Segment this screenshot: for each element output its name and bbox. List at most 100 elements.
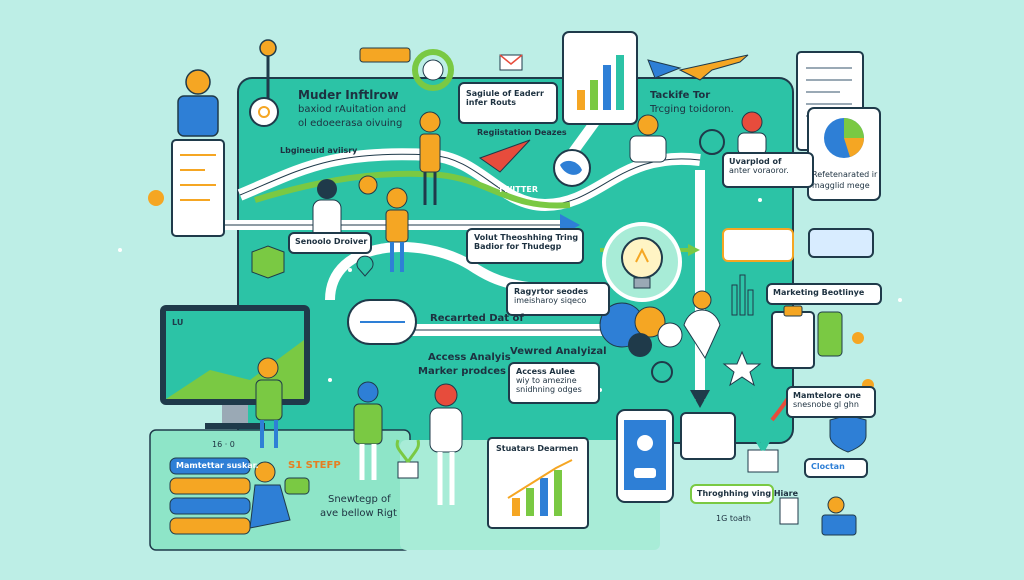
access-audience-label-3: snidhning odges (516, 385, 582, 394)
blob-dark (628, 333, 652, 357)
register-label-1: Ragyrtor seodes (514, 287, 589, 296)
value-card: Volut Theoshhing Tring Badior for Thudeg… (466, 228, 584, 264)
upgrade-label-2: anter voraoror. (729, 166, 789, 175)
throughput-card: Throghhing ving Hiare (690, 484, 799, 504)
chat-bubble-small-icon (356, 255, 374, 277)
stats-bar-2 (526, 488, 534, 516)
access-audience-label-1: Access Aulee (516, 367, 575, 376)
throughput-label: Throghhing ving Hiare (697, 489, 799, 498)
key-top (259, 39, 277, 57)
stats-bar-1 (512, 498, 520, 516)
key-ring-inner (258, 106, 270, 118)
cylinder-icon (779, 497, 799, 525)
flow-pipe-top-outline (239, 153, 701, 206)
person-icon-center-top (419, 111, 441, 133)
smartphone-screen (624, 420, 666, 490)
marketing-label: Marketing Beotlinye (773, 288, 865, 297)
monitor-foot (205, 423, 265, 429)
person-icon-sitting (254, 461, 276, 483)
lightbulb-icon (621, 237, 663, 279)
lightbulb-base (633, 277, 651, 289)
register-label-2: imeisharoy siqeco (514, 296, 587, 305)
bar-chart-icon (731, 274, 754, 316)
stats-line (507, 459, 573, 499)
clocken-card: Cloctan (804, 458, 868, 478)
access-label-1: Access Analyis (428, 352, 511, 363)
ring-icon (412, 49, 454, 91)
clocken-label: Cloctan (811, 462, 845, 471)
stack-item-1 (169, 457, 251, 475)
person-right-mid-body (683, 309, 721, 360)
screen-tag: LU (172, 318, 184, 327)
person-icon-top-left (185, 69, 211, 95)
shield-icon (829, 414, 867, 453)
stats-bar-4 (554, 470, 562, 516)
segmentation-card: Sagiule of Eaderr infer Routs (458, 82, 558, 124)
upgrade-card: Uvarplod of anter voraoror. (722, 152, 814, 188)
stack-item-3 (169, 497, 251, 515)
person-center-top-body (419, 133, 441, 173)
knowledge-label-1: Snewtegp of (328, 494, 391, 505)
plant-icon-small (395, 439, 420, 463)
arrow-head-down (690, 390, 710, 408)
person-right-top-body (629, 135, 667, 163)
main-subtitle-1: baxiod rAuitation and (298, 104, 407, 115)
person-woman-center-body (429, 407, 463, 453)
basketball-icon (358, 175, 378, 195)
lightbulb-filament (635, 247, 649, 263)
monitor-card: Mamtelore one snesnobe gl ghn (786, 386, 876, 418)
access-audience-label-2: wiy to amezine (516, 376, 577, 385)
key-ring (249, 97, 279, 127)
segmentation-label-1: Sagiule of Eaderr (466, 89, 544, 98)
tablet-chart (562, 31, 638, 125)
tracking-label-1: Tackife Tor (650, 90, 711, 101)
tablet-bar-4 (616, 55, 624, 110)
document-card-bottom (680, 412, 736, 460)
step-number: 16 · 0 (212, 440, 235, 449)
access-label-2: Marker prodces (418, 366, 506, 377)
rate-label: 1G toath (716, 514, 751, 523)
plant-pot-small (397, 461, 419, 479)
dna-icon (651, 361, 673, 383)
pie-slice (844, 118, 864, 138)
person-icon-monitor (257, 357, 279, 379)
person-icon-center (386, 187, 408, 209)
reference-label-2: magglid mege (812, 181, 870, 190)
gear-icon (699, 129, 725, 155)
paper-plane-icon-top (647, 59, 682, 79)
cube-icon (251, 245, 285, 279)
marketing-card: Marketing Beotlinye (766, 283, 882, 305)
pie-slice-2 (844, 138, 864, 157)
stack-item-2 (169, 477, 251, 495)
monitor-stand (222, 405, 248, 423)
tag-top (359, 47, 411, 63)
plant-icon (744, 396, 783, 452)
clipboard-clip (783, 305, 803, 317)
stats-bar-3 (540, 478, 548, 516)
service-driver-label: Senoolo Droiver (295, 237, 368, 246)
person-icon-woman-right (741, 111, 763, 133)
flow-pipe-green (254, 170, 571, 209)
stack-item-4 (169, 517, 251, 535)
recurrent-label: Recarrted Dat of (430, 313, 524, 324)
person-icon-woman-left (317, 179, 337, 199)
person-center-body (385, 209, 409, 243)
person-icon-bottom-right (827, 496, 845, 514)
smartphone-avatar (637, 435, 653, 451)
segmentation-label-2: infer Routs (466, 98, 517, 107)
clipboard-icon (771, 311, 815, 369)
person-monitor-body (255, 379, 283, 421)
info-card-blue (808, 228, 874, 258)
sparkle-icons (118, 198, 902, 392)
drop-orange-2 (852, 332, 864, 344)
arrow-head-bulb (688, 244, 700, 256)
star-icon (722, 350, 762, 387)
person-icon-green (357, 381, 379, 403)
step-label: S1 STEFP (288, 460, 341, 471)
blob-orange (634, 306, 666, 338)
access-audience-card: Access Aulee wiy to amezine snidhning od… (508, 362, 600, 404)
monitor-label-1: Mamtelore one (793, 391, 861, 400)
person-icon-right-top (637, 114, 659, 136)
main-title: Muder Inftlrow (298, 88, 399, 102)
blob-white (657, 322, 683, 348)
